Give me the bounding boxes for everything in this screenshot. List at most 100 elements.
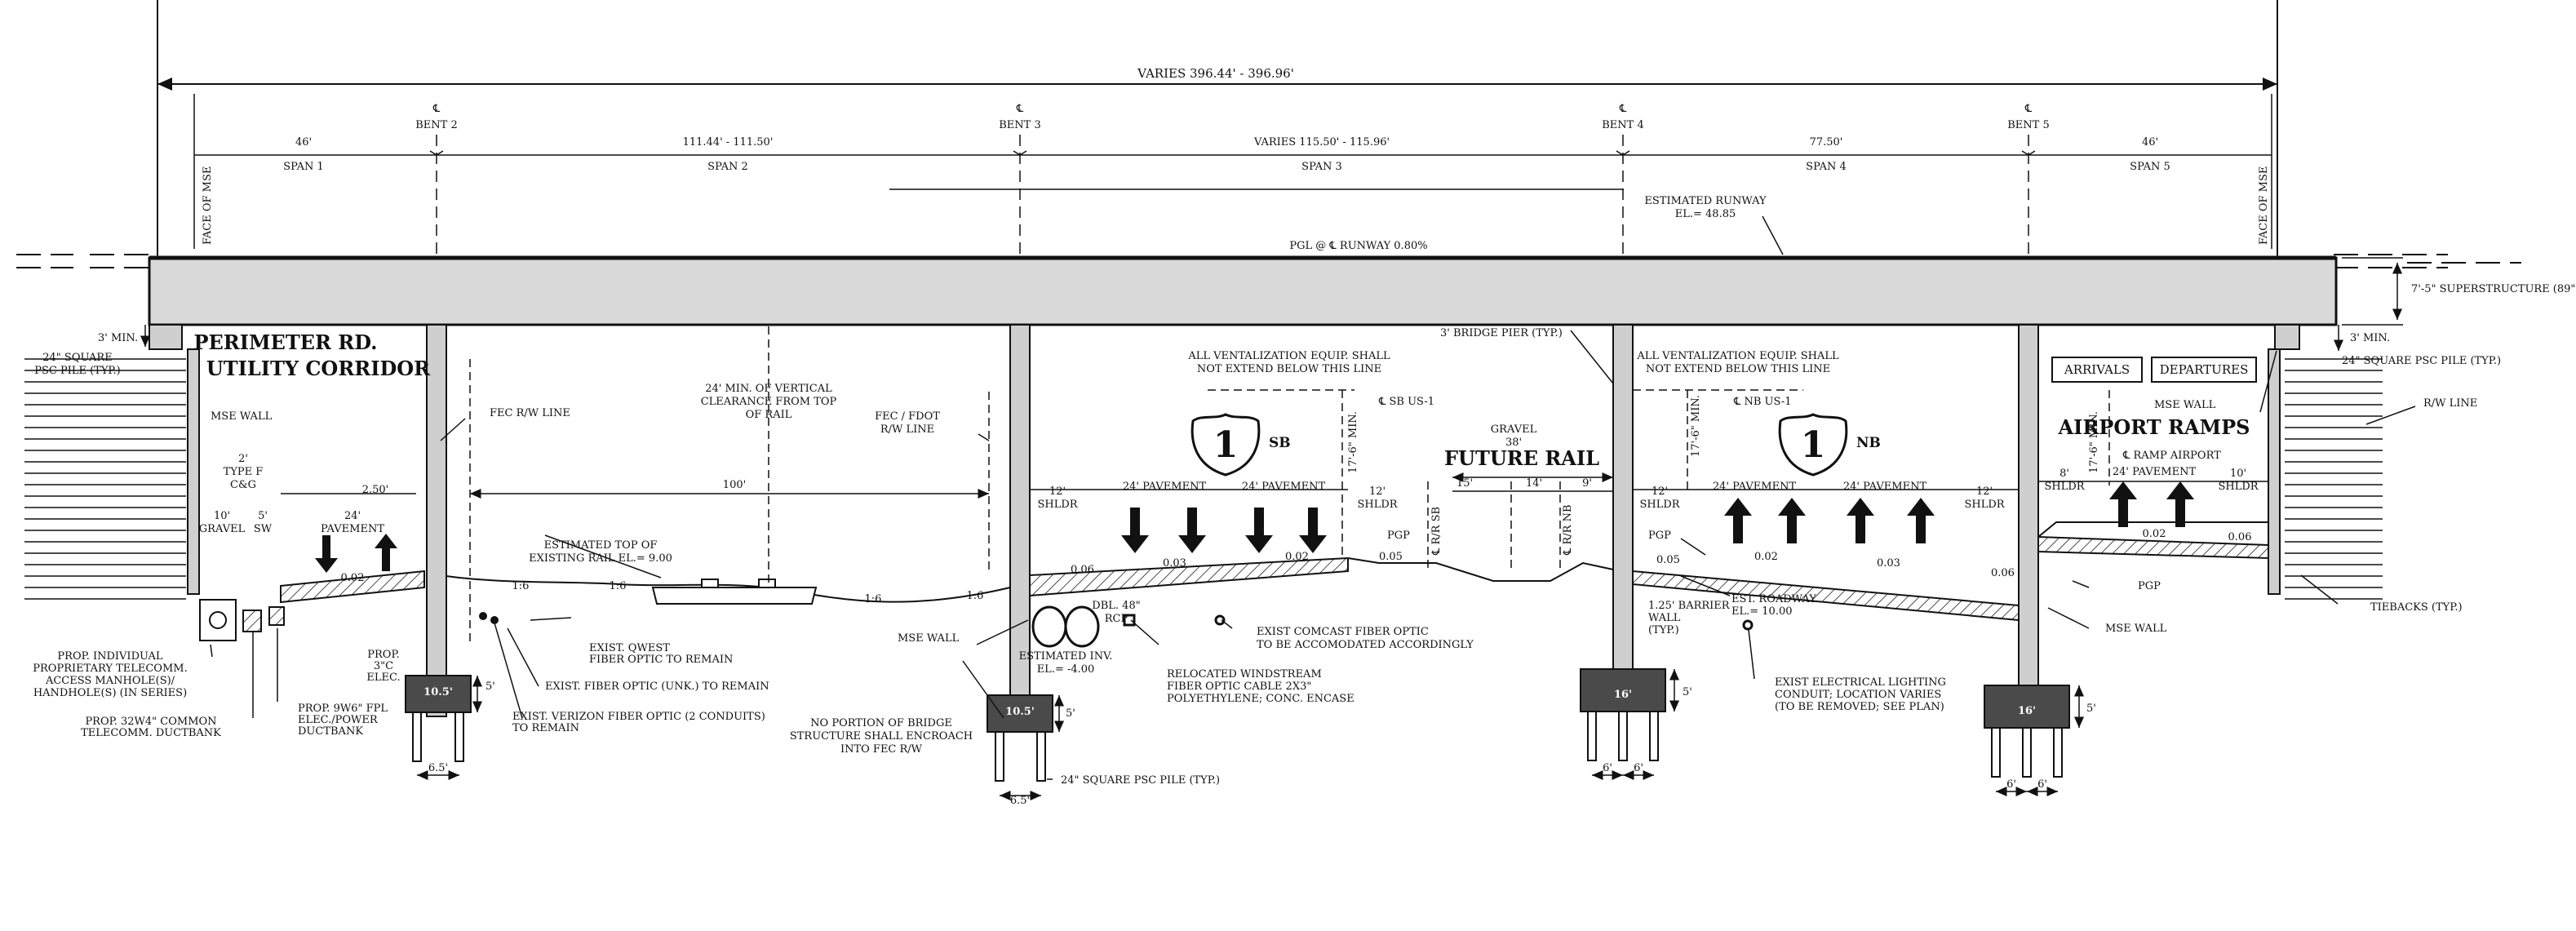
svg-text:ELEC.: ELEC. <box>366 672 400 684</box>
svg-text:0.03: 0.03 <box>1877 557 1900 570</box>
svg-text:1:6: 1:6 <box>610 580 627 592</box>
bent-3-label: BENT 3 <box>999 119 1041 131</box>
departures-sign <box>2151 357 2257 383</box>
svg-text:℄ SB US-1: ℄ SB US-1 <box>1378 396 1434 408</box>
sb-arrow-4 <box>1299 508 1327 553</box>
svg-text:ALL VENTALIZATION EQUIP. SHALL: ALL VENTALIZATION EQUIP. SHALL <box>1187 350 1390 362</box>
svg-text:R/W LINE: R/W LINE <box>880 423 934 436</box>
svg-text:16': 16' <box>1614 689 1632 701</box>
svg-text:GRAVEL: GRAVEL <box>1491 423 1537 436</box>
us1-nb-shield <box>1778 413 1848 477</box>
svg-text:SHLDR: SHLDR <box>1964 499 2005 511</box>
ramp-arrow-1 <box>2109 481 2137 527</box>
svg-text:(TYP.): (TYP.) <box>1648 624 1679 636</box>
svg-text:POLYETHYLENE; CONC. ENCASE: POLYETHYLENE; CONC. ENCASE <box>1167 693 1355 705</box>
svg-text:NOT EXTEND BELOW THIS LINE: NOT EXTEND BELOW THIS LINE <box>1646 363 1830 375</box>
svg-text:℄: ℄ <box>1016 103 1024 115</box>
svg-text:EXIST ELECTRICAL LIGHTING: EXIST ELECTRICAL LIGHTING <box>1775 676 1946 689</box>
perimeter-title-1: PERIMETER RD. <box>193 330 377 354</box>
svg-text:EL.= -4.00: EL.= -4.00 <box>1037 663 1095 676</box>
svg-text:0.06: 0.06 <box>2228 531 2252 543</box>
nb-arrow-3 <box>1847 498 1874 543</box>
future-rail-title: FUTURE RAIL <box>1444 446 1599 470</box>
svg-text:FEC / FDOT: FEC / FDOT <box>875 410 940 423</box>
nb-arrow-2 <box>1778 498 1806 543</box>
perimeter-arrow-down <box>315 535 338 573</box>
svg-text:17'-6" MIN.: 17'-6" MIN. <box>2088 411 2100 473</box>
svg-text:ESTIMATED INV.: ESTIMATED INV. <box>1019 650 1113 663</box>
svg-text:12': 12' <box>1049 485 1066 498</box>
svg-text:1:6: 1:6 <box>865 593 882 605</box>
svg-text:FIBER OPTIC CABLE 2X3": FIBER OPTIC CABLE 2X3" <box>1167 681 1311 693</box>
sb-arrow-2 <box>1178 508 1206 553</box>
svg-text:6.5': 6.5' <box>428 762 448 774</box>
svg-text:10.5': 10.5' <box>423 686 453 698</box>
svg-text:0.02: 0.02 <box>1754 551 1778 563</box>
existing-grade-right <box>2334 254 2521 268</box>
us1-sb-shield <box>1190 413 1261 477</box>
svg-text:5': 5' <box>2086 703 2096 715</box>
svg-text:TYPE F: TYPE F <box>224 466 264 478</box>
svg-text:24" SQUARE PSC PILE (TYP.): 24" SQUARE PSC PILE (TYP.) <box>2342 355 2501 367</box>
svg-text:PROPRIETARY TELECOMM.: PROPRIETARY TELECOMM. <box>33 663 187 675</box>
svg-text:3' BRIDGE PIER (TYP.): 3' BRIDGE PIER (TYP.) <box>1440 327 1563 339</box>
svg-text:RCP: RCP <box>1105 613 1128 625</box>
svg-text:WALL: WALL <box>1648 612 1681 624</box>
nb-arrow-4 <box>1907 498 1935 543</box>
arrivals-sign <box>2051 357 2143 383</box>
svg-text:SHLDR: SHLDR <box>1639 499 1680 511</box>
svg-text:0.03: 0.03 <box>1163 557 1186 570</box>
svg-text:℄ RAMP AIRPORT: ℄ RAMP AIRPORT <box>2122 450 2221 462</box>
svg-text:24' PAVEMENT: 24' PAVEMENT <box>1123 481 1207 493</box>
svg-text:NO PORTION OF BRIDGE: NO PORTION OF BRIDGE <box>810 717 952 729</box>
svg-text:17'-6" MIN.: 17'-6" MIN. <box>1347 411 1359 473</box>
svg-text:MSE WALL: MSE WALL <box>898 632 960 645</box>
svg-text:24': 24' <box>344 510 361 522</box>
svg-text:CLEARANCE FROM TOP: CLEARANCE FROM TOP <box>701 396 837 408</box>
svg-text:5': 5' <box>485 681 495 693</box>
ramp-arrow-2 <box>2166 481 2194 527</box>
svg-text:FIBER OPTIC TO REMAIN: FIBER OPTIC TO REMAIN <box>589 654 733 666</box>
svg-text:℄ R/R NB: ℄ R/R NB <box>1562 505 1574 556</box>
svg-text:℄ R/R SB: ℄ R/R SB <box>1430 507 1443 556</box>
pgl-label: PGL @ ℄ RUNWAY 0.80% <box>1289 240 1427 252</box>
svg-text:℄ NB US-1: ℄ NB US-1 <box>1733 396 1792 408</box>
svg-text:MSE WALL: MSE WALL <box>2105 623 2167 635</box>
svg-text:9': 9' <box>1582 477 1592 490</box>
svg-text:2': 2' <box>238 453 248 465</box>
right-embankment-hatch <box>2285 358 2383 600</box>
svg-text:1: 1 <box>1213 424 1239 466</box>
svg-text:ACCESS MANHOLE(S)/: ACCESS MANHOLE(S)/ <box>45 675 175 687</box>
bent-2-column <box>426 324 447 717</box>
span-2-dim: 111.44' - 111.50' <box>683 136 774 149</box>
svg-text:TO REMAIN: TO REMAIN <box>512 722 579 734</box>
svg-text:14': 14' <box>1526 477 1542 490</box>
svg-text:TIEBACKS (TYP.): TIEBACKS (TYP.) <box>2370 601 2463 614</box>
svg-text:100': 100' <box>723 479 746 491</box>
svg-text:10.5': 10.5' <box>1005 706 1035 718</box>
svg-text:6.5': 6.5' <box>1010 795 1030 807</box>
svg-text:10': 10' <box>2230 468 2246 480</box>
right-mse-wall <box>2268 348 2281 595</box>
sb-arrow-1 <box>1121 508 1149 553</box>
span-4-name: SPAN 4 <box>1806 161 1847 173</box>
svg-text:6': 6' <box>1603 762 1612 774</box>
svg-text:PROP. 9W6" FPL: PROP. 9W6" FPL <box>298 703 388 715</box>
nb-label: NB <box>1856 435 1881 451</box>
overall-dimension: VARIES 396.44' - 396.96' <box>1137 66 1294 81</box>
svg-text:ESTIMATED TOP OF: ESTIMATED TOP OF <box>544 539 658 552</box>
runway-label-2: EL.= 48.85 <box>1675 208 1736 220</box>
sb-arrow-3 <box>1245 508 1273 553</box>
svg-text:PROP. INDIVIDUAL: PROP. INDIVIDUAL <box>57 650 163 663</box>
svg-text:SHLDR: SHLDR <box>1037 499 1078 511</box>
fpl-ductbank <box>268 606 285 626</box>
span-4-dim: 77.50' <box>1810 136 1843 149</box>
svg-text:PGP: PGP <box>1387 530 1410 542</box>
airport-ramps-title: AIRPORT RAMPS <box>2058 415 2250 439</box>
bent-4-label: BENT 4 <box>1602 119 1644 131</box>
svg-text:CONDUIT; LOCATION VARIES: CONDUIT; LOCATION VARIES <box>1775 689 1941 701</box>
svg-text:0.05: 0.05 <box>1656 554 1680 566</box>
svg-text:3"C: 3"C <box>374 660 393 672</box>
svg-text:FEC R/W LINE: FEC R/W LINE <box>490 407 570 419</box>
left-abutment-cap <box>149 324 183 350</box>
